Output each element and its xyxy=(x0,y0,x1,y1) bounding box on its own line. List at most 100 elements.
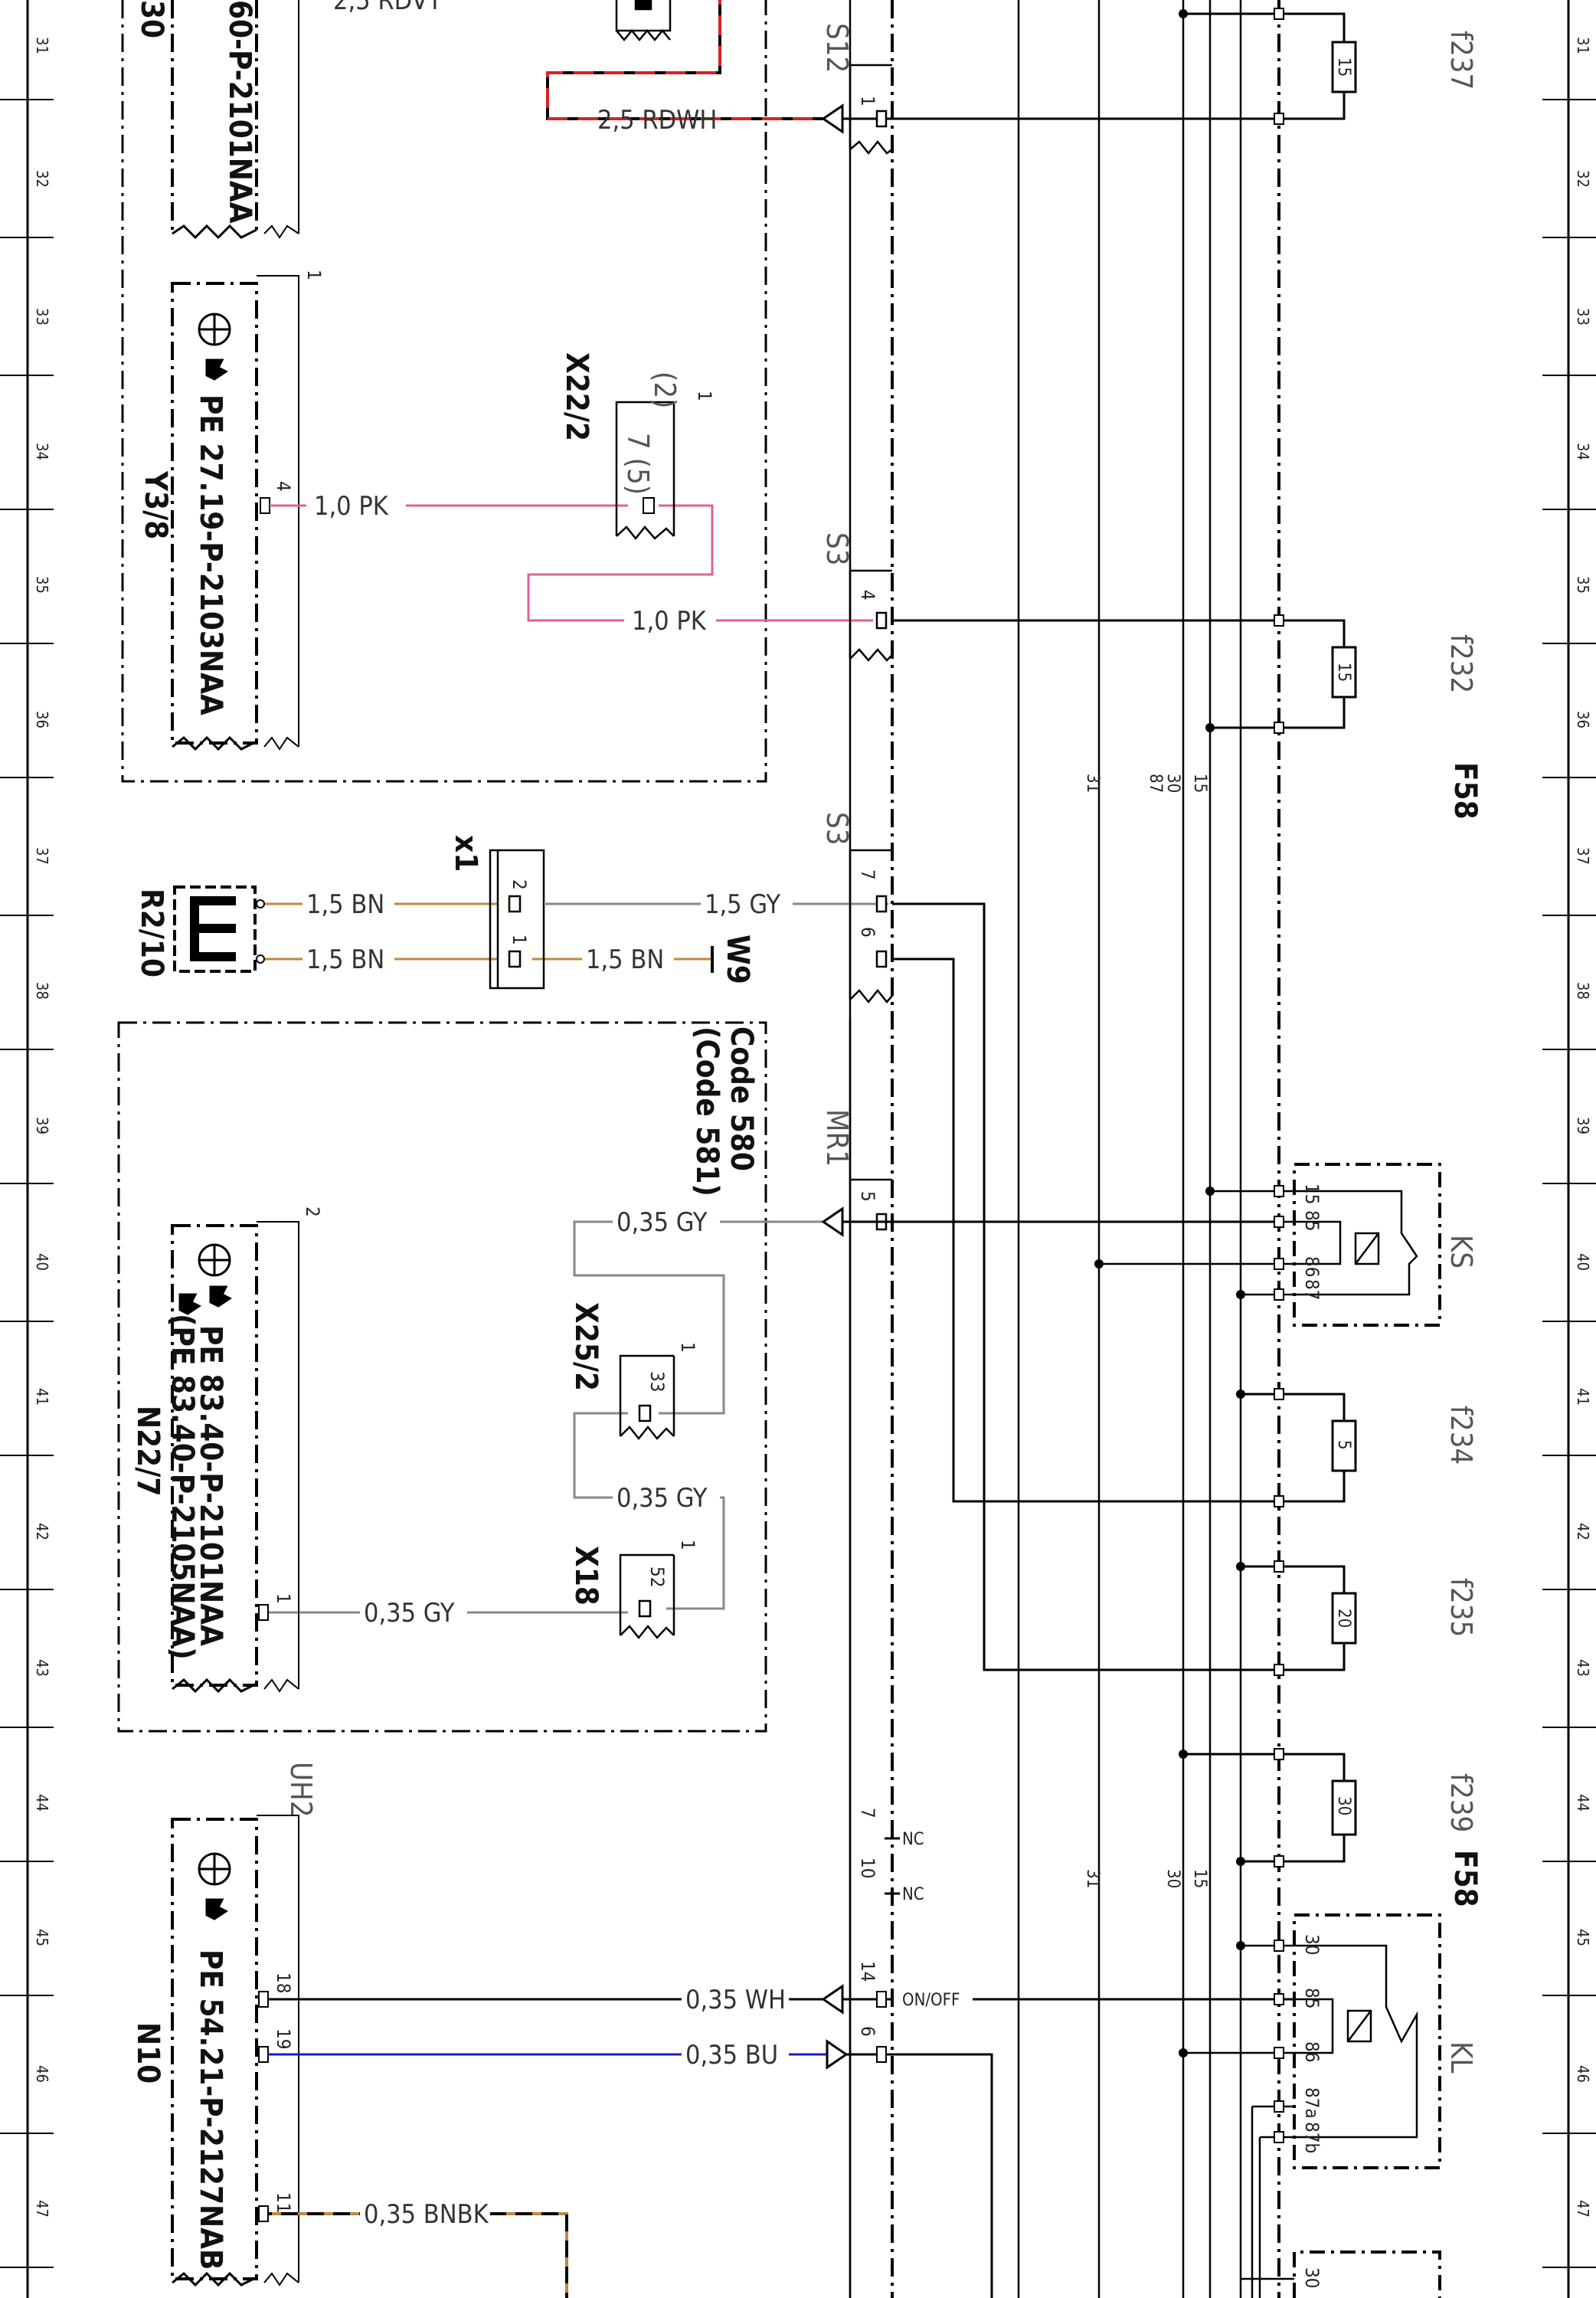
f58-label-lower: F58 xyxy=(1447,1850,1483,1907)
zone-number: 47 xyxy=(1574,2200,1592,2218)
fuse-f232-wiring xyxy=(892,619,1357,729)
x25-2-code: X25/2 xyxy=(568,1302,603,1391)
fuse-f234-wiring xyxy=(1241,1393,1357,1503)
zone-number: 45 xyxy=(33,1929,51,1946)
n22-7-pin-top: 2 xyxy=(302,1206,323,1217)
fuse-f237-amps: 15 xyxy=(1334,57,1353,77)
zone-number: 41 xyxy=(1574,1388,1592,1406)
x25-2-connector[interactable] xyxy=(619,1354,675,1441)
wire-label-gy035a: 0,35 GY xyxy=(616,1207,708,1238)
bottom-partial-relay: 30 xyxy=(1241,2251,1441,2298)
fuse-box-connector-marks xyxy=(1274,8,1284,2143)
onoff-label: ON/OFF xyxy=(902,1991,960,2010)
y3-8-component[interactable]: PE 27.19-P-2103NAA Y3/8 1 4 xyxy=(138,270,325,751)
zone-ruler-left xyxy=(0,99,54,2268)
kl-pin-87b: 87b xyxy=(1301,2122,1323,2153)
wire-rdwh xyxy=(546,0,823,120)
control-unit-icon xyxy=(198,1852,231,1920)
y3-8-pin-wire: 4 xyxy=(273,481,294,492)
top-partial-doc: 60-P-2101NAA xyxy=(222,0,257,224)
n22-7-doc2: (PE 83.40-P-2105NAA) xyxy=(165,1314,200,1660)
zone-number: 38 xyxy=(33,982,51,1000)
zone-number: 41 xyxy=(33,1388,51,1406)
fuse-f235-wiring xyxy=(1241,1565,1357,1671)
zone-number: 46 xyxy=(1574,2065,1592,2083)
fuse-f232-code: f232 xyxy=(1444,634,1478,693)
zone-number: 47 xyxy=(33,2200,51,2218)
zone-number: 40 xyxy=(33,1253,51,1271)
fuse-f239-code: f239 xyxy=(1444,1773,1478,1832)
n10-pin-18: 18 xyxy=(273,1972,294,1993)
x1-code: x1 xyxy=(448,835,483,872)
zone-number: 46 xyxy=(33,2065,51,2083)
n10-ref: UH2 xyxy=(284,1762,318,1818)
zone-number: 33 xyxy=(1574,308,1592,326)
bus-labels-upper: 31 30 87 15 xyxy=(1083,774,1209,793)
s12-code: S12 xyxy=(820,23,854,73)
wire-label-pk1: 1,0 PK xyxy=(314,491,389,522)
zone-number: 37 xyxy=(33,847,51,865)
r2-10-heater[interactable]: R2/10 xyxy=(134,885,257,977)
x22-2-connector[interactable]: X22/2 1 (2) 7 (5) xyxy=(559,352,715,541)
zone-number: 36 xyxy=(1574,711,1592,728)
x18-connector[interactable] xyxy=(619,1553,675,1640)
wire-label-pk2: 1,0 PK xyxy=(632,606,707,637)
kl-pin-85: 85 xyxy=(1301,1988,1323,2008)
relay-ks[interactable]: 15 85 86 87 KS xyxy=(892,1163,1478,1327)
y3-8-code: Y3/8 xyxy=(138,470,173,539)
s3-lower-pin-7: 7 xyxy=(857,869,878,880)
x1-pin-a: 2 xyxy=(509,879,530,890)
n22-7-component[interactable]: PE 83.40-P-2101NAA (PE 83.40-P-2105NAA) … xyxy=(130,1206,323,1694)
ks-pin-86: 86 xyxy=(1301,1256,1323,1277)
s3-connector-upper[interactable] xyxy=(849,569,893,662)
mr1-pin: 5 xyxy=(857,1191,878,1202)
x22-2-pin-top: 1 xyxy=(694,391,715,401)
ks-code: KS xyxy=(1444,1235,1478,1268)
fuse-f237-wiring xyxy=(892,12,1357,120)
n10-pin-19: 19 xyxy=(273,2028,294,2049)
s3-lower-pin-6: 6 xyxy=(857,927,878,938)
zone-number: 44 xyxy=(1574,1794,1592,1812)
mr1-connector[interactable] xyxy=(849,1019,892,2298)
zone-number: 34 xyxy=(1574,443,1592,460)
x22-2-pin-alt: (2) xyxy=(648,372,682,408)
zone-number: 35 xyxy=(33,576,51,594)
kl-pin-30: 30 xyxy=(1301,1934,1323,1955)
onoff-arrow xyxy=(821,1984,844,2015)
n10-component[interactable]: PE 54.21-P-2127NAB N10 18 19 11 xyxy=(130,1815,299,2287)
nc-label-2: NC xyxy=(902,1885,924,1904)
s12-arrow xyxy=(821,103,844,134)
zone-number: 36 xyxy=(33,711,51,728)
relay-kl[interactable]: 30 85 86 87a 87b KL xyxy=(1179,1913,1478,2298)
fuse-f237-code: f237 xyxy=(1444,31,1478,90)
x25-2-pin: 33 xyxy=(646,1371,668,1392)
top-partial-component: 60-P-2101NAA 30 2,5 RDVT xyxy=(134,0,442,240)
y3-8-pin-top: 1 xyxy=(303,270,325,280)
x18-pin: 52 xyxy=(646,1566,668,1587)
s3-connector-lower[interactable] xyxy=(849,849,893,1004)
bus-labels-lower: 31 30 15 xyxy=(1083,1869,1209,1888)
wire-label-bu: 0,35 BU xyxy=(685,2040,778,2070)
zone-number: 39 xyxy=(33,1117,51,1134)
n22-7-doc1: PE 83.40-P-2101NAA xyxy=(193,1325,228,1646)
code-581-label: (Code 581) xyxy=(689,1026,724,1196)
x1-pin-b: 1 xyxy=(509,935,530,945)
zone-number: 31 xyxy=(33,37,51,54)
wire-label-gy15: 1,5 GY xyxy=(705,889,780,920)
kl-pin-86: 86 xyxy=(1301,2041,1323,2062)
zone-number: 34 xyxy=(33,443,51,460)
zone-number: 35 xyxy=(1574,576,1592,594)
zone-numbers-right: 31 32 33 34 35 36 37 38 39 40 41 42 43 4… xyxy=(1574,37,1592,2218)
svg-text:15: 15 xyxy=(1190,1869,1209,1888)
svg-text:10: 10 xyxy=(857,1858,878,1878)
n10-pin-11: 11 xyxy=(273,2192,294,2213)
mr1-arrow xyxy=(821,1206,844,1237)
wire-gy035 xyxy=(268,1220,823,1614)
s12-pin: 1 xyxy=(857,96,878,106)
x1-connector[interactable] xyxy=(489,849,545,990)
zone-number: 39 xyxy=(1574,1117,1592,1134)
mr1-code: MR1 xyxy=(820,1109,854,1167)
sheet-border xyxy=(26,0,1570,2298)
svg-text:30: 30 xyxy=(1163,1869,1182,1888)
n22-7-pin-wire: 1 xyxy=(273,1593,294,1604)
